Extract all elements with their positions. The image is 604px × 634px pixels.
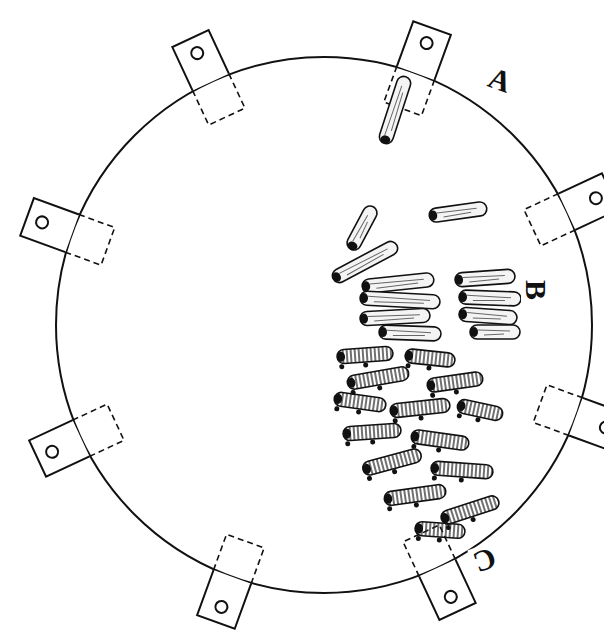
clip-tab [533,385,604,452]
rod-cell [430,461,493,485]
rod-cell [383,484,447,512]
tabs [20,21,604,629]
rod-cell [459,290,521,306]
clip-tab [524,173,604,246]
rod-cell [333,391,387,418]
rods [330,75,521,545]
rod-cell [361,447,424,481]
rod-cell [345,204,380,253]
rod-cell [360,291,441,309]
rod-cell [379,325,441,341]
clip-tab [20,198,114,265]
rod-cell [389,398,451,424]
rod-cell [455,269,516,287]
rod-cell [470,325,520,339]
rod-cell [346,366,410,396]
rod-cell [378,75,413,146]
rod-cell [455,398,504,427]
clip-tab [197,534,264,628]
dish-outline [56,57,592,593]
rod-cell [428,201,487,223]
rod-cell [343,423,402,446]
rod-cell [361,272,434,293]
rod-cell [426,371,484,398]
region-label: A [483,62,517,99]
region-label: B [521,278,551,302]
clip-tab [29,404,124,477]
rod-cell [360,308,431,326]
region-label: C [468,542,502,579]
rod-cell [337,346,394,369]
rod-cell [414,521,465,544]
clip-tab [403,525,476,620]
rod-cell [404,348,456,373]
clip-tab [172,30,245,125]
rod-cell [459,307,518,325]
